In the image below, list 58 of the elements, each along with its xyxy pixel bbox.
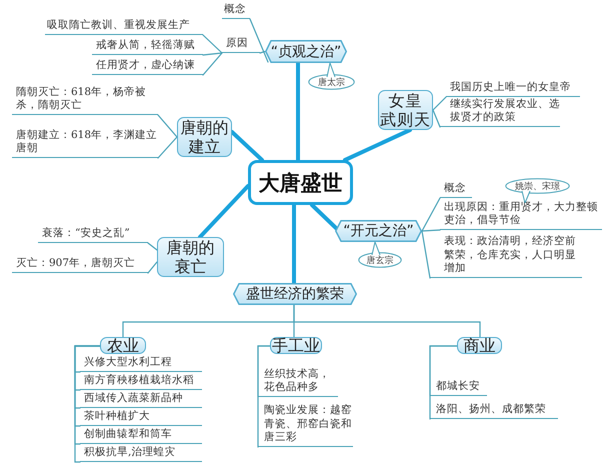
main-branch-line (230, 130, 264, 162)
underlined-text: 原因 (222, 39, 260, 53)
underlined-text: 继续实行发展农业、选拔贤才的政策 (440, 99, 560, 127)
underlined-text: 茶叶种植扩大 (80, 410, 202, 426)
branch-line (257, 345, 271, 448)
topic-box: 唐朝的衰亡 (157, 237, 224, 277)
branch-line (202, 52, 223, 76)
hexagon-box: 盛世经济的繁荣 (233, 283, 357, 305)
underlined-text: 陶瓷业发展：越窑青瓷、邢窑白瓷和唐三彩 (258, 405, 353, 447)
branch-line (421, 230, 431, 279)
branch-line (147, 261, 158, 274)
topic-box: 商业 (457, 337, 502, 354)
main-branch-line (310, 203, 339, 231)
underlined-text: 西域传入蔬菜新品种 (80, 392, 202, 408)
underlined-text: 戒奢从简，轻徭薄赋 (92, 40, 203, 55)
underlined-text: 丝织技术高，花色品种多 (258, 368, 338, 397)
branch-line (432, 96, 447, 111)
underlined-text: 洛阳、扬州、成都繁荣 (430, 403, 558, 419)
underlined-text: 兴修大型水利工程 (80, 356, 202, 372)
main-branch-line (198, 184, 250, 239)
branch-line (147, 242, 158, 251)
branch-line (202, 34, 223, 54)
topic-box: 农业 (100, 337, 146, 354)
underlined-text: 我国历史上唯一的女皇帝 (446, 82, 580, 97)
underlined-text: 南方育秧移植栽培水稻 (80, 374, 202, 390)
hexagon-box: “贞观之治” (265, 40, 347, 63)
main-branch-line (343, 128, 412, 162)
main-branch-line (292, 203, 296, 285)
branch-line (432, 109, 441, 128)
underlined-text: 唐朝建立：618年，李渊建立唐朝 (12, 130, 158, 158)
topic-box: 手工业 (270, 337, 322, 354)
central-topic-box: 大唐盛世 (248, 160, 353, 205)
branch-line (421, 197, 441, 232)
underlined-text: 概念 (222, 5, 250, 19)
underlined-text: 隋朝灭亡：618年，杨帝被杀，隋朝灭亡 (12, 87, 158, 115)
branch-line (293, 304, 481, 338)
underlined-text: 创制曲辕犁和筒车 (80, 428, 202, 444)
branch-line (249, 18, 269, 63)
branch-line (74, 345, 101, 463)
branch-line (259, 50, 266, 54)
branch-line (421, 229, 441, 232)
underlined-text: 表现：政治清明，经济空前繁荣，仓库充实，人口明显增加 (430, 236, 582, 278)
underlined-text: 概念 (440, 184, 472, 198)
hexagon-box: “开元之治” (335, 220, 422, 242)
underlined-text: 衰落：“安史之乱” (38, 229, 148, 243)
underlined-text: 吸取隋亡教训、重视发展生产 (45, 20, 203, 35)
underlined-text: 任用贤才，虚心纳谏 (92, 60, 203, 75)
branch-line (202, 52, 223, 56)
branch-line (429, 345, 458, 420)
main-branch-line (296, 61, 300, 162)
topic-box: 唐朝的建立 (177, 117, 232, 157)
underlined-text: 都城长安 (430, 380, 487, 396)
branch-line (157, 114, 178, 138)
underlined-text: 积极抗旱,治理蝗灾 (80, 446, 202, 462)
branch-line (157, 136, 178, 159)
topic-box: 女皇武则天 (378, 90, 433, 130)
underlined-text: 灭亡：907年，唐朝灭亡 (12, 259, 148, 273)
underlined-text: 出现原因：重用贤才，大力整顿吏治，倡导节俭 (440, 200, 602, 230)
